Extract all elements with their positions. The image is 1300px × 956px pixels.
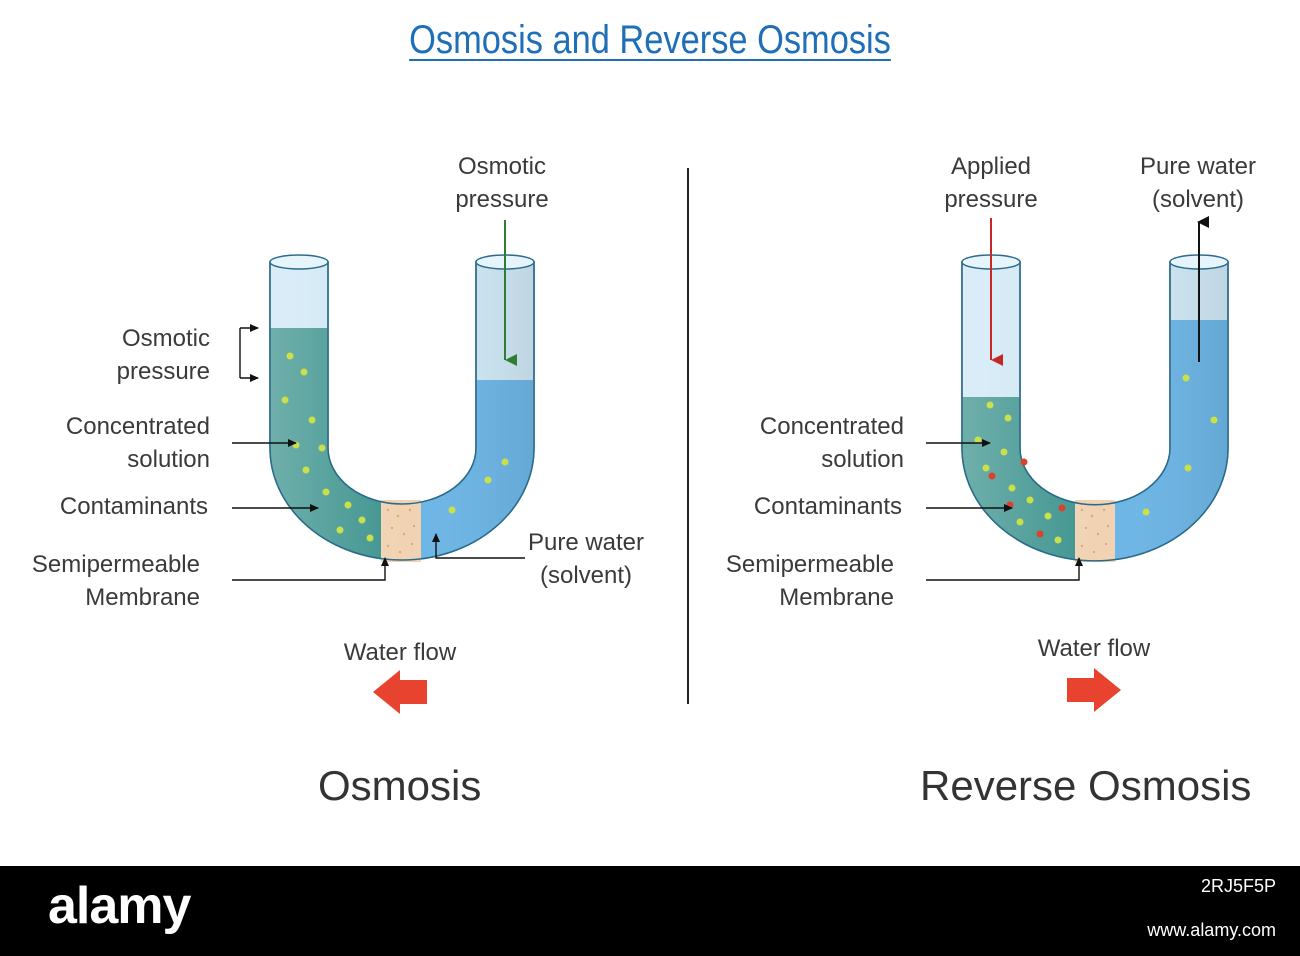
ro-water-flow-arrow [1067, 668, 1121, 712]
membrane-pointer [232, 557, 389, 581]
site-url: www.alamy.com [1147, 920, 1276, 940]
osmotic-pressure-bracket [239, 324, 259, 382]
concentrated-line1: Concentrated [65, 413, 210, 440]
ro-membrane-pointer [926, 557, 1083, 581]
ro-membrane-line1: Semipermeable [725, 551, 894, 578]
ro-pure-water-line2: (solvent) [1151, 186, 1245, 213]
ro-membrane-label: Semipermeable Membrane [714, 548, 894, 614]
concentrated-line2: solution [127, 446, 210, 473]
applied-line1: Applied [950, 153, 1032, 180]
ro-concentrated-line1: Concentrated [759, 413, 904, 440]
contaminants-label: Contaminants [59, 493, 208, 520]
diagram-canvas [232, 168, 1229, 714]
osmotic-pressure-side-line2: pressure [116, 358, 210, 385]
pure-water-pointer [432, 533, 525, 559]
osmotic-pressure-top-line1: Osmotic [457, 153, 546, 180]
membrane-line2: Membrane [85, 584, 200, 611]
osmosis-u-tube [269, 254, 535, 562]
ro-contaminants-label: Contaminants [753, 493, 902, 520]
pure-water-line1: Pure water [527, 529, 645, 556]
pure-water-line2: (solvent) [539, 562, 633, 589]
osmotic-pressure-top-label: Osmotic pressure [440, 150, 564, 216]
ro-contaminant-dots [974, 374, 1218, 544]
ro-pure-water-line1: Pure water [1139, 153, 1257, 180]
pure-water-label: Pure water (solvent) [520, 526, 652, 592]
concentrated-solution-label: Concentrated solution [40, 410, 210, 476]
image-code: 2RJ5F5P [1200, 876, 1276, 896]
osmotic-pressure-top-line2: pressure [455, 186, 549, 213]
ro-u-tube [961, 254, 1229, 562]
ro-concentrated-line2: solution [821, 446, 904, 473]
applied-pressure-label: Applied pressure [928, 150, 1054, 216]
membrane-label: Semipermeable Membrane [20, 548, 200, 614]
page-title: Osmosis and Reverse Osmosis [409, 18, 891, 62]
ro-heading: Reverse Osmosis [920, 762, 1252, 809]
ro-membrane-line2: Membrane [779, 584, 894, 611]
osmosis-water-flow-arrow [373, 670, 427, 714]
ro-water-flow-label: Water flow [1037, 635, 1151, 662]
membrane-line1: Semipermeable [31, 551, 200, 578]
osmotic-pressure-side-label: Osmotic pressure [60, 322, 210, 388]
ro-concentrated-solution-label: Concentrated solution [734, 410, 904, 476]
osmotic-pressure-side-line1: Osmotic [121, 325, 210, 352]
osmosis-water-flow-label: Water flow [343, 639, 457, 666]
watermark-brand: alamy [48, 877, 191, 935]
ro-pure-water-top-label: Pure water (solvent) [1130, 150, 1266, 216]
osmosis-contaminant-dots [281, 352, 509, 542]
osmosis-heading: Osmosis [318, 762, 482, 809]
watermark-footer: alamy 2RJ5F5P www.alamy.com [0, 866, 1300, 956]
applied-line2: pressure [944, 186, 1038, 213]
